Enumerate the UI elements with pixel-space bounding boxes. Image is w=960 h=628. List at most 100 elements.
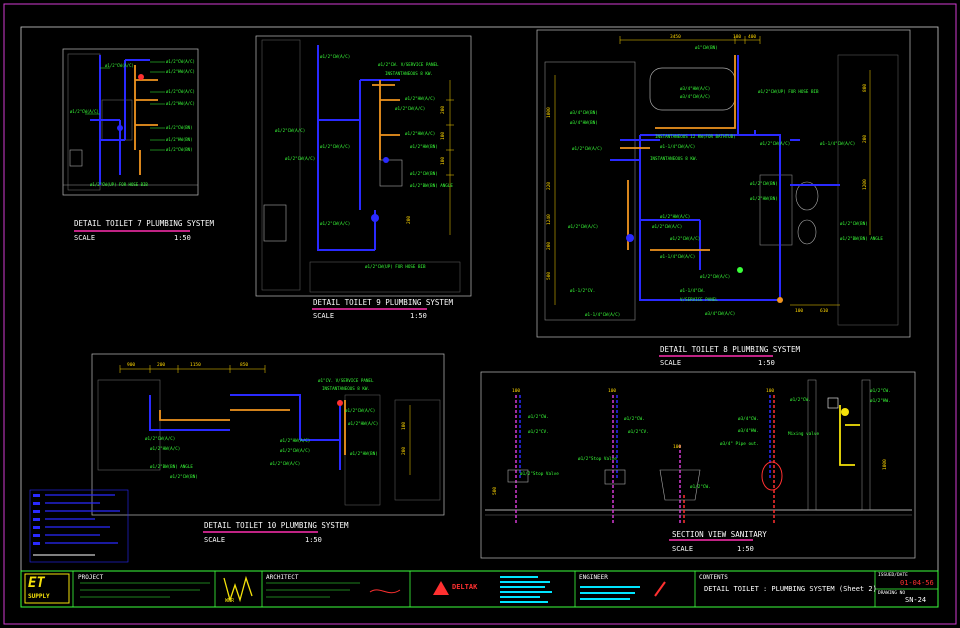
svg-text:ø1/2"CW(BN): ø1/2"CW(BN) <box>166 147 193 152</box>
outer-border <box>3 3 957 625</box>
svg-text:200: 200 <box>440 106 446 114</box>
svg-text:100: 100 <box>440 132 446 140</box>
svg-text:ø1"CV. V/SERVICE PANEL: ø1"CV. V/SERVICE PANEL <box>318 378 374 383</box>
svg-text:ø1-1/4"CW(A/C): ø1-1/4"CW(A/C) <box>660 144 695 149</box>
svg-text:200: 200 <box>157 362 165 368</box>
t7-scale-label: SCALE <box>74 234 96 242</box>
svg-text:ø3/4"HW(BN): ø3/4"HW(BN) <box>570 120 598 125</box>
t10-title: DETAIL TOILET 10 PLUMBING SYSTEM <box>204 521 349 530</box>
svg-text:ø1/2"HW.: ø1/2"HW. <box>870 398 891 404</box>
detail-toilet-10: ø1"CV. V/SERVICE PANEL INSTANTANEOUS 8 KW… <box>91 353 445 516</box>
svg-text:ø1/2"CW(A/C): ø1/2"CW(A/C) <box>275 128 305 133</box>
svg-text:220: 220 <box>546 182 552 190</box>
t8-scale-label: SCALE <box>660 359 682 367</box>
svg-text:ø1/2"CW(A/C): ø1/2"CW(A/C) <box>285 156 315 161</box>
engineer-label: ENGINEER <box>579 574 608 581</box>
deltak-brand: DELTAK <box>452 583 478 591</box>
svg-text:INSTANTANEOUS 8 KW.: INSTANTANEOUS 8 KW. <box>322 386 370 391</box>
svg-text:ø1/2"CW.: ø1/2"CW. <box>870 388 891 394</box>
svg-text:ø1/2"CW(A/C): ø1/2"CW(A/C) <box>280 448 310 453</box>
t8-title: DETAIL TOILET 8 PLUMBING SYSTEM <box>660 345 800 354</box>
drawing-no-value: SN-24 <box>905 596 927 604</box>
svg-text:Mixing valve: Mixing valve <box>788 431 819 437</box>
section-scale-label: SCALE <box>672 545 694 553</box>
svg-text:ø1/2"CW(A/C): ø1/2"CW(A/C) <box>270 461 300 466</box>
svg-text:ø1/2"HW(BN): ø1/2"HW(BN) <box>350 451 378 456</box>
svg-text:3450: 3450 <box>670 34 681 40</box>
svg-text:ø1/2"HW(A/C): ø1/2"HW(A/C) <box>660 214 690 219</box>
detail-toilet-9: ø1/2"CW(A/C)ø1/2"CW. V/SERVICE PANEL INS… <box>255 35 472 297</box>
company-logo-text: ET <box>28 575 45 591</box>
svg-text:200: 200 <box>546 242 552 250</box>
svg-text:1240: 1240 <box>546 214 552 225</box>
svg-text:INSTANTANEOUS 12 KW(FOR BATHTU: INSTANTANEOUS 12 KW(FOR BATHTUB) <box>655 134 736 139</box>
svg-text:ø1/2"HW(A/C): ø1/2"HW(A/C) <box>166 101 195 106</box>
svg-text:850: 850 <box>240 362 248 368</box>
detail-toilet-8: ø1"CW(BN)ø3/4"HW(A/C) ø3/4"CW(A/C)ø1/2"C… <box>536 29 911 338</box>
svg-text:ø1/2"CW(A/C): ø1/2"CW(A/C) <box>345 408 375 413</box>
svg-text:ø3/4"HW.: ø3/4"HW. <box>738 428 759 434</box>
svg-text:ø1/2"BW(BN) ANGLE: ø1/2"BW(BN) ANGLE <box>840 236 883 241</box>
svg-text:ø1/2"CW(A/C): ø1/2"CW(A/C) <box>145 436 175 441</box>
svg-text:ø3/4"CW(A/C): ø3/4"CW(A/C) <box>705 311 735 316</box>
t7-title: DETAIL TOILET 7 PLUMBING SYSTEM <box>74 219 214 228</box>
svg-text:900: 900 <box>127 362 135 368</box>
t10-scale-label: SCALE <box>204 536 226 544</box>
svg-text:ø1/2"CW(UP) FOR HOSE BIB: ø1/2"CW(UP) FOR HOSE BIB <box>90 182 148 187</box>
svg-text:100: 100 <box>795 308 803 314</box>
svg-text:ø1/2"CW.: ø1/2"CW. <box>690 484 711 490</box>
t10-scale-value: 1:50 <box>305 536 322 544</box>
svg-text:ø1/2"HW(BN): ø1/2"HW(BN) <box>410 144 438 149</box>
t8-scale-value: 1:50 <box>758 359 775 367</box>
svg-text:ø1/2"CW(A/C): ø1/2"CW(A/C) <box>70 109 99 114</box>
svg-text:ø1/2"HW(A/C): ø1/2"HW(A/C) <box>150 446 180 451</box>
svg-text:100: 100 <box>766 388 774 394</box>
svg-text:ø1/2"Stop Valve: ø1/2"Stop Valve <box>520 471 559 477</box>
drawing-frame <box>20 26 939 608</box>
svg-text:100: 100 <box>673 444 681 450</box>
title-block <box>20 570 939 608</box>
date-label: ISSUED/DATE <box>878 573 908 578</box>
svg-text:1150: 1150 <box>190 362 201 368</box>
svg-text:ø1/2"CW(A/C): ø1/2"CW(A/C) <box>166 59 195 64</box>
svg-text:ø1/2"HW(BN): ø1/2"HW(BN) <box>166 137 193 142</box>
svg-text:1000: 1000 <box>546 107 552 118</box>
svg-text:ø1/2"CW(UP) FOR HOSE BIB: ø1/2"CW(UP) FOR HOSE BIB <box>365 264 426 269</box>
svg-text:ø1/2"CW(A/C): ø1/2"CW(A/C) <box>320 221 350 226</box>
svg-text:ø1/2"CW.: ø1/2"CW. <box>790 397 811 403</box>
svg-text:ø1/2"CW(A/C): ø1/2"CW(A/C) <box>166 89 195 94</box>
svg-text:ø1/2"HW(A/C): ø1/2"HW(A/C) <box>348 421 378 426</box>
svg-text:500: 500 <box>546 272 552 280</box>
svg-text:1200: 1200 <box>862 179 868 190</box>
svg-text:ø1/2"BW(BN) ANGLE: ø1/2"BW(BN) ANGLE <box>410 183 453 188</box>
svg-text:ø1"CW(BN): ø1"CW(BN) <box>695 45 718 50</box>
contents-label: CONTENTS <box>699 574 728 581</box>
detail-toilet-7: ø1/2"CW(A/C) ø1/2"HW(A/C) ø1/2"CW(A/C) ø1/… <box>62 48 199 196</box>
svg-text:ø1-1/4"CW(A/C): ø1-1/4"CW(A/C) <box>585 312 620 317</box>
svg-text:ø1/2"CW(A/C): ø1/2"CW(A/C) <box>105 63 134 68</box>
date-value: 01-04-56 <box>900 579 934 587</box>
svg-text:ø1/2"BW(BN) ANGLE: ø1/2"BW(BN) ANGLE <box>150 464 193 469</box>
svg-text:ø1/2"CW(BN): ø1/2"CW(BN) <box>840 221 868 226</box>
svg-text:ø1/2"CW(BN): ø1/2"CW(BN) <box>410 171 438 176</box>
svg-text:ø3/4" Pipe out.: ø3/4" Pipe out. <box>720 441 759 447</box>
svg-text:ø1-1/4"CW.: ø1-1/4"CW. <box>680 288 705 293</box>
svg-text:610: 610 <box>820 308 828 314</box>
svg-text:100: 100 <box>440 157 446 165</box>
svg-text:100: 100 <box>512 388 520 394</box>
company-logo-sub: SUPPLY <box>28 593 50 600</box>
svg-text:ø1/2"CW(A/C): ø1/2"CW(A/C) <box>395 106 425 111</box>
svg-text:400: 400 <box>748 34 756 40</box>
svg-text:ø1/2"CW(A/C): ø1/2"CW(A/C) <box>568 224 598 229</box>
svg-text:1000: 1000 <box>882 459 888 470</box>
svg-text:V/SERVICE PANEL: V/SERVICE PANEL <box>680 297 718 302</box>
svg-text:ø1/2"CW(BN): ø1/2"CW(BN) <box>166 125 193 130</box>
svg-text:ø1/2"CV.: ø1/2"CV. <box>628 429 649 435</box>
svg-text:ø1/2"Stop Valve: ø1/2"Stop Valve <box>578 456 617 462</box>
svg-text:800: 800 <box>862 84 868 92</box>
section-scale-value: 1:50 <box>737 545 754 553</box>
t7-scale-value: 1:50 <box>174 234 191 242</box>
t9-scale-value: 1:50 <box>410 312 427 320</box>
svg-text:ø1/2"CW.: ø1/2"CW. <box>624 416 645 422</box>
